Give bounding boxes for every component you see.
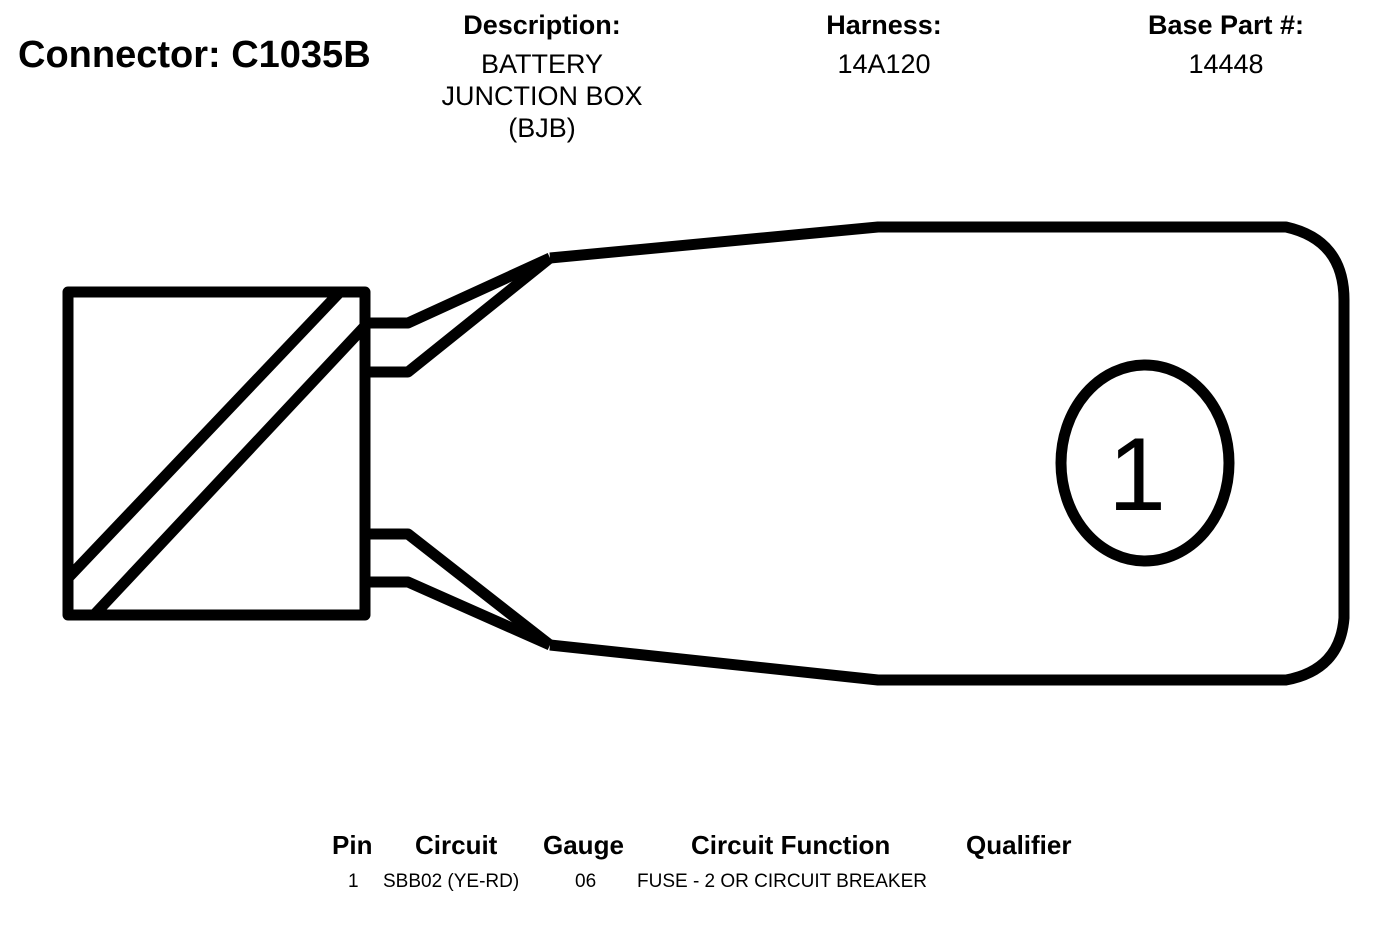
body-diagonal-2: [89, 322, 370, 619]
base-part-value: 14448: [1188, 49, 1264, 79]
terminal-outline: [549, 221, 1350, 686]
description-value: BATTERY JUNCTION BOX (BJB): [441, 49, 643, 143]
pin-1-label: 1: [1108, 417, 1166, 533]
row-gauge: 06: [575, 871, 597, 892]
upper-prong-outer: [370, 252, 553, 329]
header-circuit-function: Circuit Function: [691, 830, 891, 860]
row-pin: 1: [348, 871, 359, 892]
lower-prong-inner: [370, 528, 554, 650]
row-circuit: SBB02 (YE-RD): [383, 871, 520, 892]
base-part-label: Base Part #:: [1147, 10, 1305, 40]
body-diagonal-1: [64, 288, 344, 582]
description-block: Description: BATTERY JUNCTION BOX (BJB): [392, 8, 692, 144]
base-part-block: Base Part #: 14448: [1126, 8, 1326, 80]
header-gauge: Gauge: [543, 830, 624, 860]
lower-prong-outer: [370, 576, 553, 651]
connector-title: Connector: C1035B: [18, 34, 371, 76]
harness-value: 14A120: [837, 49, 931, 79]
upper-prong-inner: [370, 253, 554, 378]
pin-table: Pin Circuit Gauge Circuit Function Quali…: [0, 826, 1392, 906]
description-label: Description:: [463, 10, 621, 40]
connector-body: [62, 286, 371, 621]
harness-label: Harness:: [826, 10, 942, 40]
header-circuit: Circuit: [415, 830, 498, 860]
header-pin: Pin: [332, 830, 373, 860]
harness-block: Harness: 14A120: [784, 8, 984, 80]
header-qualifier: Qualifier: [966, 830, 1072, 860]
row-circuit-function: FUSE - 2 OR CIRCUIT BREAKER: [637, 871, 927, 892]
pin-1-circle: [1055, 359, 1235, 567]
